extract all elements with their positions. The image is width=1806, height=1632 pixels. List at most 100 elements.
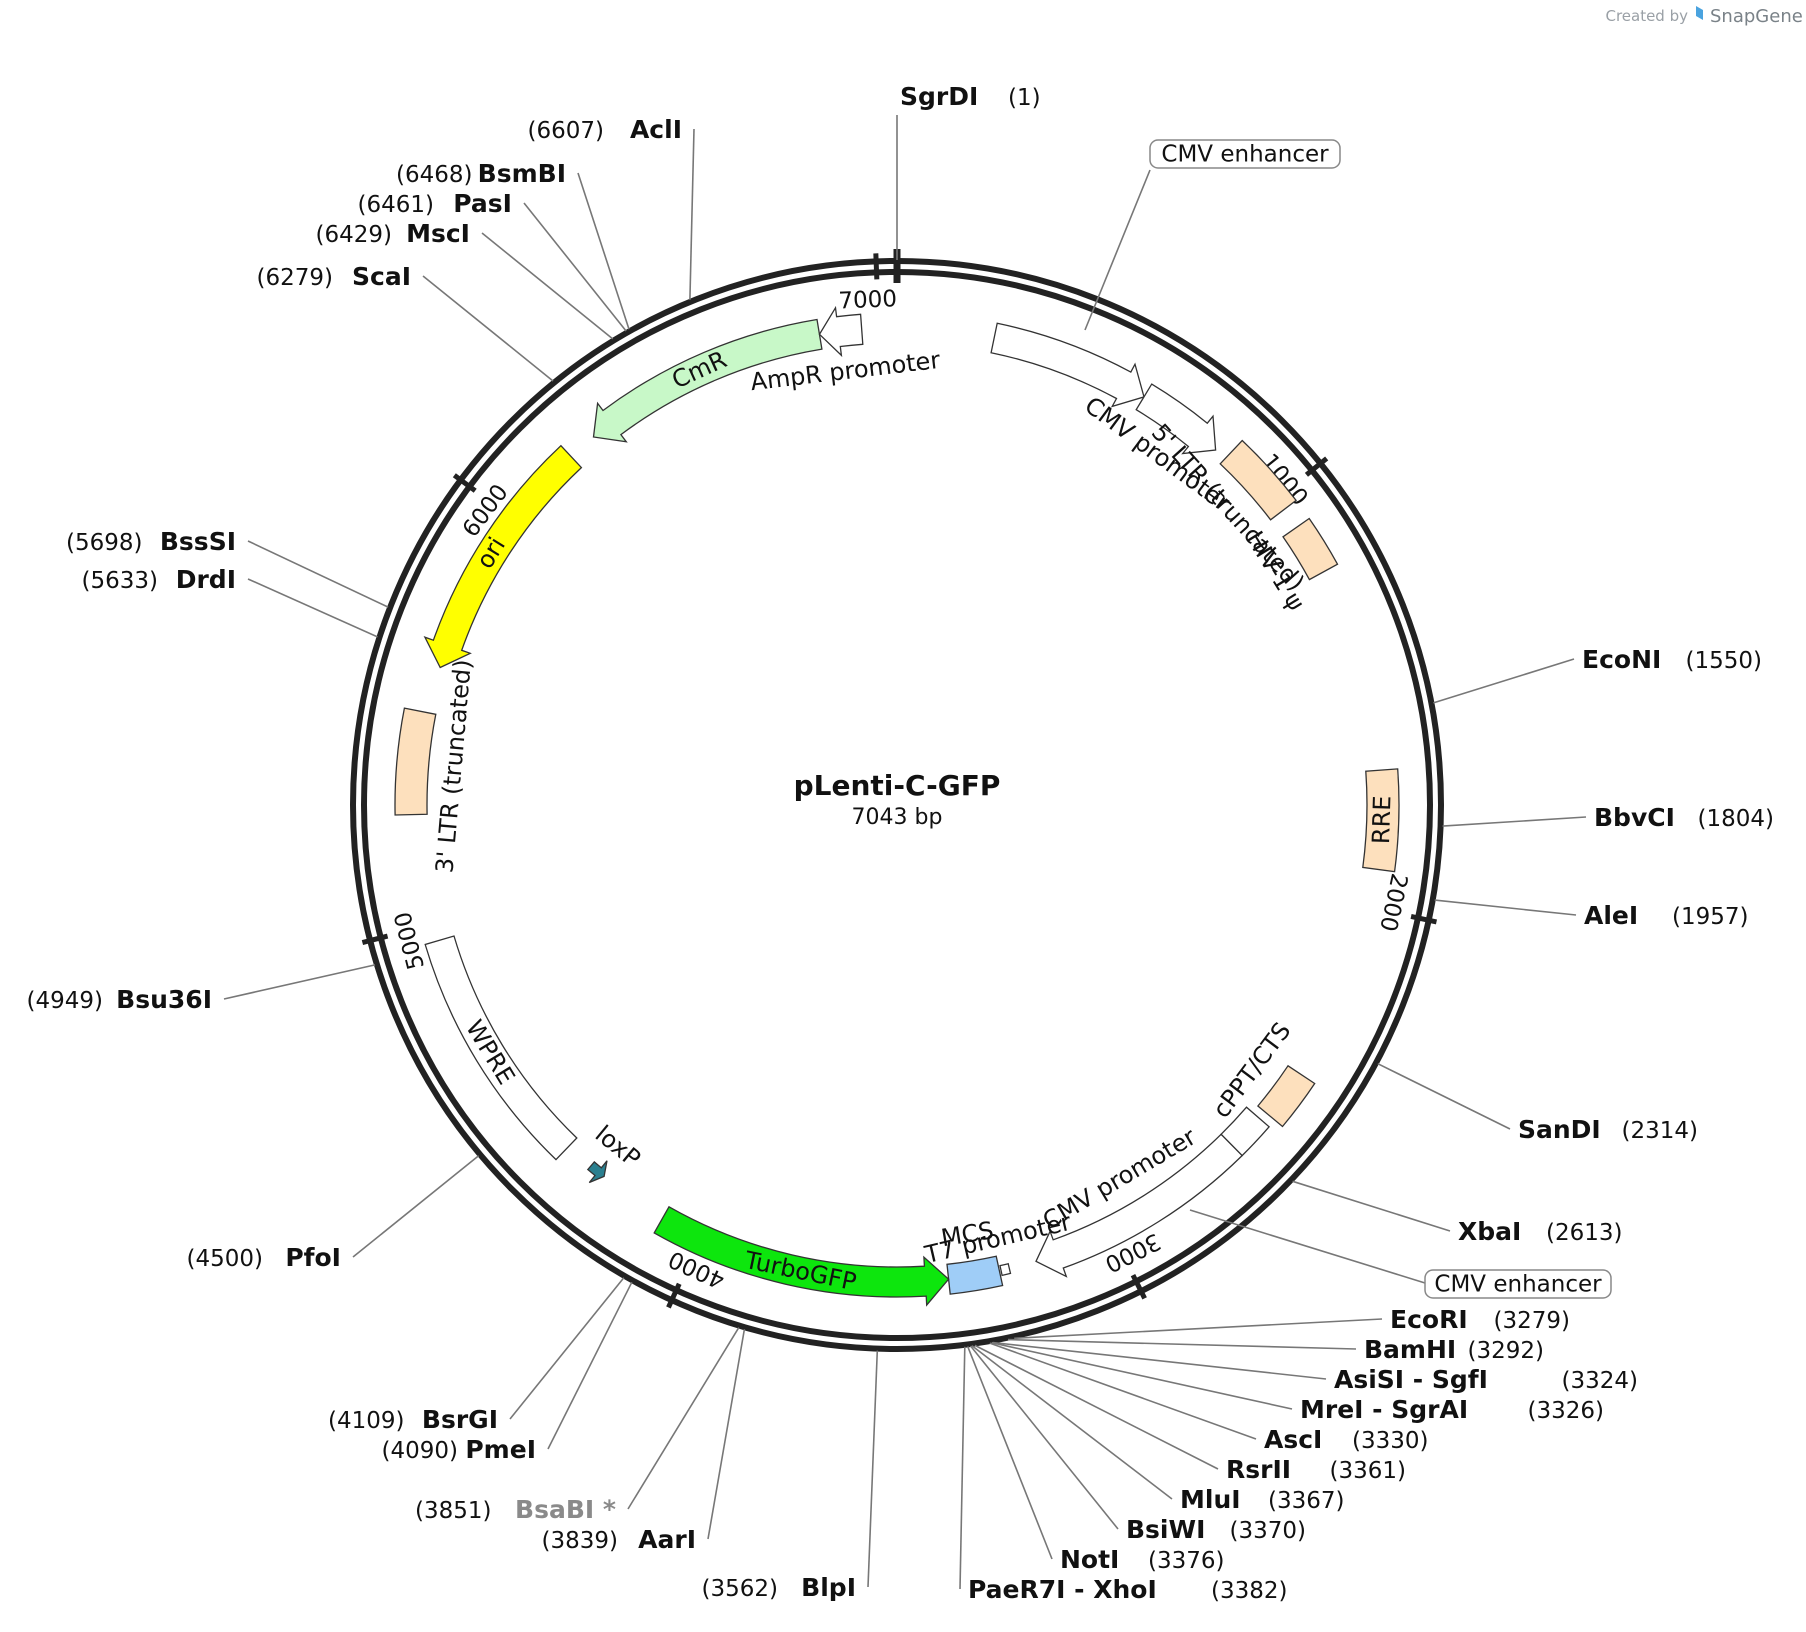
site-bamhi: BamHI(3292) xyxy=(1007,1335,1544,1364)
site-position: (1957) xyxy=(1672,904,1748,930)
feature-ori xyxy=(423,444,583,669)
site-name: PasI xyxy=(453,189,512,218)
site-rsrii: RsrII (3361) xyxy=(974,1344,1406,1484)
site-position: (6461) xyxy=(358,192,434,218)
site-name: AsiSI - SgfI xyxy=(1334,1365,1488,1394)
feature-cmv-promoter xyxy=(1135,383,1217,455)
site-name: EcoRI xyxy=(1390,1305,1468,1334)
site-name: DrdI xyxy=(176,565,236,594)
site-alei: AleI(1957) xyxy=(1434,899,1748,930)
site-name: PaeR7I - XhoI xyxy=(968,1575,1157,1604)
site-leader xyxy=(509,1277,625,1420)
site-leader xyxy=(959,1346,966,1590)
site-position: (4949) xyxy=(27,988,103,1014)
callout-leader xyxy=(1084,169,1151,331)
site-leader xyxy=(1007,1338,1357,1350)
site-position: (3382) xyxy=(1211,1578,1287,1604)
site-name: BsmBI xyxy=(478,159,566,188)
site-leader xyxy=(1442,816,1587,827)
callout-label-cmv-enhancer: CMV enhancer xyxy=(1434,1272,1602,1298)
site-leader xyxy=(247,540,389,608)
site-name: BsrGI xyxy=(422,1405,498,1434)
site-bsabi: BsaBI * (3851) xyxy=(415,1327,740,1524)
site-name: PmeI xyxy=(465,1435,536,1464)
site-leader xyxy=(1434,899,1577,916)
site-acli: AclI(6607) xyxy=(528,115,695,300)
feature-label-wpre: WPRE xyxy=(460,1015,520,1089)
site-position: (3324) xyxy=(1562,1368,1638,1394)
feature-cmv-promoter xyxy=(1035,1133,1244,1278)
site-name: BsaBI * xyxy=(515,1495,616,1524)
tick-label: 7000 xyxy=(838,286,898,314)
site-sgrdi: SgrDI(1) xyxy=(896,82,1041,260)
site-leader xyxy=(352,1155,480,1258)
site-msci: MscI(6429) xyxy=(316,219,614,340)
feature-turbogfp xyxy=(653,1205,950,1307)
callout-box xyxy=(1424,1269,1612,1299)
site-leader xyxy=(969,1345,1119,1530)
site-name: MreI - SgrAI xyxy=(1300,1395,1468,1424)
site-pfoi: PfoI(4500) xyxy=(187,1155,480,1272)
site-name: BlpI xyxy=(801,1573,856,1602)
site-name: EcoNI xyxy=(1582,645,1661,674)
feature-label-rre: RRE xyxy=(1367,795,1396,844)
callout-leader xyxy=(1189,1209,1426,1284)
site-asci: AscI(3330) xyxy=(989,1342,1428,1454)
site-name: SanDI xyxy=(1518,1115,1601,1144)
site-leader xyxy=(991,1341,1293,1410)
site-leader xyxy=(966,1346,1053,1560)
feature-cmv-enhancer xyxy=(990,322,1145,408)
site-leader xyxy=(481,232,614,340)
credit-brand: SnapGene xyxy=(1710,6,1803,27)
site-name: AscI xyxy=(1264,1425,1322,1454)
feature-3-ltr-truncated xyxy=(394,707,437,816)
site-leader xyxy=(577,172,630,330)
site-leader xyxy=(547,1281,633,1450)
site-position: (3851) xyxy=(415,1498,491,1524)
feature-label-3-ltr-truncated: 3' LTR (truncated) xyxy=(430,658,477,874)
site-name: MluI xyxy=(1180,1485,1241,1514)
site-bbvci: BbvCI(1804) xyxy=(1442,803,1774,832)
site-leader xyxy=(422,275,554,382)
site-name: XbaI xyxy=(1458,1217,1521,1246)
site-leader xyxy=(974,1344,1219,1470)
site-pasi: PasI (6461) xyxy=(358,189,627,332)
site-leader xyxy=(971,1345,1173,1500)
tick-mark xyxy=(1304,456,1329,477)
site-scai: ScaI (6279) xyxy=(257,262,554,382)
snapgene-logo-icon xyxy=(1696,6,1703,20)
site-position: (3376) xyxy=(1148,1548,1224,1574)
site-aari: AarI(3839) xyxy=(542,1329,746,1554)
site-leader xyxy=(989,1342,1257,1440)
tick-mark xyxy=(666,1282,682,1309)
site-position: (6429) xyxy=(316,222,392,248)
site-position: (3361) xyxy=(1330,1458,1406,1484)
tick-mark xyxy=(361,933,389,945)
tick-mark xyxy=(452,473,477,493)
site-name: ScaI xyxy=(352,262,411,291)
site-leader xyxy=(247,578,378,638)
site-pmei: PmeI(4090) xyxy=(382,1281,633,1464)
site-leader xyxy=(1014,1318,1383,1340)
site-leader xyxy=(867,1350,879,1588)
site-asisi-sgfi: AsiSI - SgfI (3324) xyxy=(992,1341,1638,1394)
tick-mark xyxy=(1410,913,1438,925)
feature-mcs xyxy=(946,1255,1004,1295)
site-xbai: XbaI(2613) xyxy=(1292,1180,1622,1246)
callout-box xyxy=(1149,139,1341,169)
feature-hiv-1 xyxy=(1282,517,1339,581)
site-position: (6279) xyxy=(257,265,333,291)
site-position: (3326) xyxy=(1528,1398,1604,1424)
site-position: (3279) xyxy=(1494,1308,1570,1334)
callout-label-cmv-enhancer: CMV enhancer xyxy=(1161,142,1329,168)
site-position: (1) xyxy=(1008,85,1041,111)
feature-label-group: 3' LTR (truncated) xyxy=(430,658,477,874)
site-leader xyxy=(1433,658,1575,704)
tick-label: 2000 xyxy=(1374,871,1412,934)
site-name: NotI xyxy=(1060,1545,1119,1574)
feature-label-group: WPRE xyxy=(460,1015,520,1089)
site-position: (6468) xyxy=(396,162,472,188)
site-leader xyxy=(523,202,627,332)
site-name: RsrII xyxy=(1226,1455,1291,1484)
